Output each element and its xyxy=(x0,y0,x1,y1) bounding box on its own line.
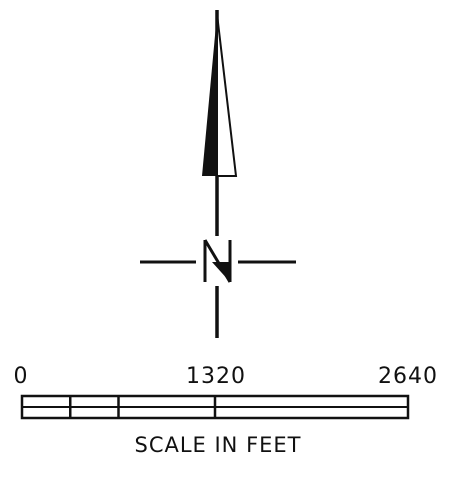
north-arrowhead-outline xyxy=(216,13,238,177)
scale-tick-label-0: 0 xyxy=(14,364,29,389)
scale-tick-label-2640: 2640 xyxy=(378,364,438,389)
north-symbol: N xyxy=(198,236,236,286)
north-arrowhead-filled xyxy=(202,14,217,176)
scale-bar-body xyxy=(20,394,410,420)
scale-caption: SCALE IN FEET xyxy=(134,433,301,457)
north-arrow: N xyxy=(140,10,296,338)
scale-tick-label-1320: 1320 xyxy=(186,364,246,389)
scale-bar: 0 1320 2640 SCALE IN FEET xyxy=(14,364,438,457)
